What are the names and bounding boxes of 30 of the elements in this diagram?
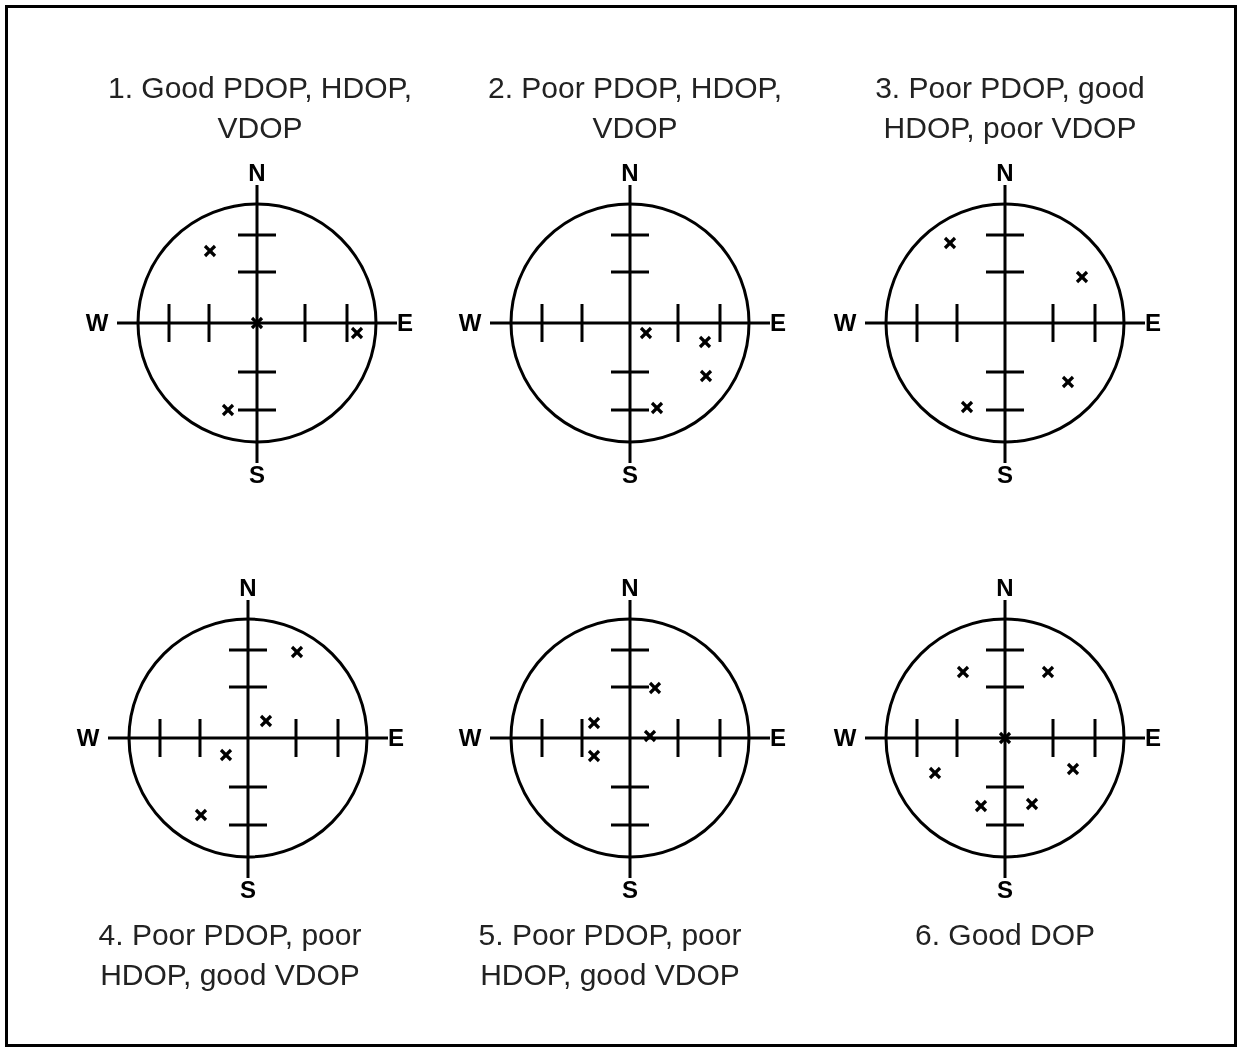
compass-label: E xyxy=(397,311,413,335)
compass-label: W xyxy=(76,726,100,750)
compass-label: W xyxy=(458,726,482,750)
plot-title: 3. Poor PDOP, good HDOP, poor VDOP xyxy=(874,70,1146,146)
compass-label: S xyxy=(249,463,265,487)
compass-label: E xyxy=(770,726,786,750)
compass-label: N xyxy=(621,161,639,185)
compass-label: N xyxy=(248,161,266,185)
compass-label: E xyxy=(770,311,786,335)
compass-label: W xyxy=(85,311,109,335)
compass-label: N xyxy=(996,161,1014,185)
compass-label: S xyxy=(622,878,638,902)
compass-label: W xyxy=(833,726,857,750)
compass-label: S xyxy=(240,878,256,902)
compass-label: S xyxy=(997,878,1013,902)
compass-label: N xyxy=(621,576,639,600)
plot-title: 6. Good DOP xyxy=(913,917,1097,953)
compass-label: N xyxy=(239,576,257,600)
compass-label: E xyxy=(1145,311,1161,335)
plot-title: 5. Poor PDOP, poor HDOP, good VDOP xyxy=(477,917,743,993)
compass-label: W xyxy=(458,311,482,335)
compass-label: W xyxy=(833,311,857,335)
compass-label: E xyxy=(388,726,404,750)
compass-label: S xyxy=(622,463,638,487)
plot-title: 4. Poor PDOP, poor HDOP, good VDOP xyxy=(97,917,363,993)
plot-title: 1. Good PDOP, HDOP, VDOP xyxy=(106,70,413,146)
plot-title: 2. Poor PDOP, HDOP, VDOP xyxy=(487,70,783,146)
compass-label: S xyxy=(997,463,1013,487)
compass-label: E xyxy=(1145,726,1161,750)
compass-label: N xyxy=(996,576,1014,600)
